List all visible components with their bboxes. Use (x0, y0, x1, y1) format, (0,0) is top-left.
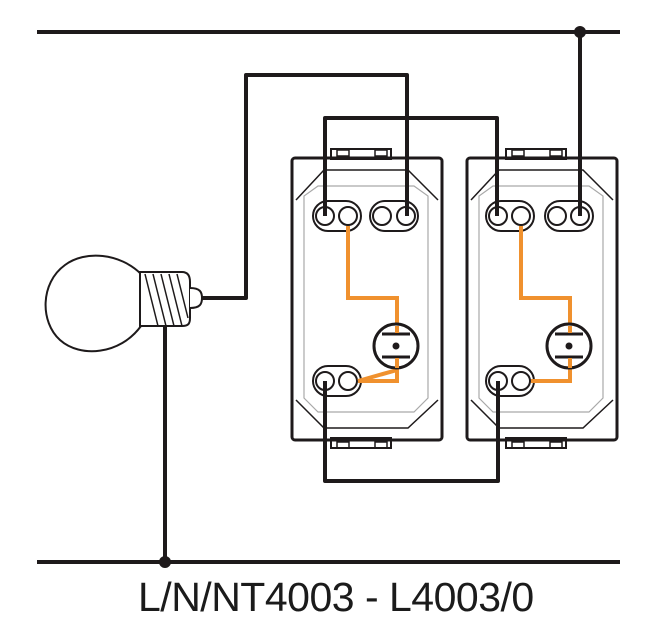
lamp-to-switch1-wire (200, 73, 409, 300)
switch-2 (465, 148, 619, 449)
switch-1-internal-wiring (346, 226, 399, 383)
switch-1 (290, 148, 444, 449)
switch-2-internal-wiring (519, 226, 572, 383)
switch-1-indicator (372, 322, 420, 370)
traveler-bottom-wire (323, 381, 500, 483)
light-bulb-icon (44, 254, 204, 353)
diagram-caption: L/N/NT4003 - L4003/0 (138, 574, 534, 620)
traveler-top-wire (323, 116, 499, 216)
switch-2-indicator (545, 322, 593, 370)
